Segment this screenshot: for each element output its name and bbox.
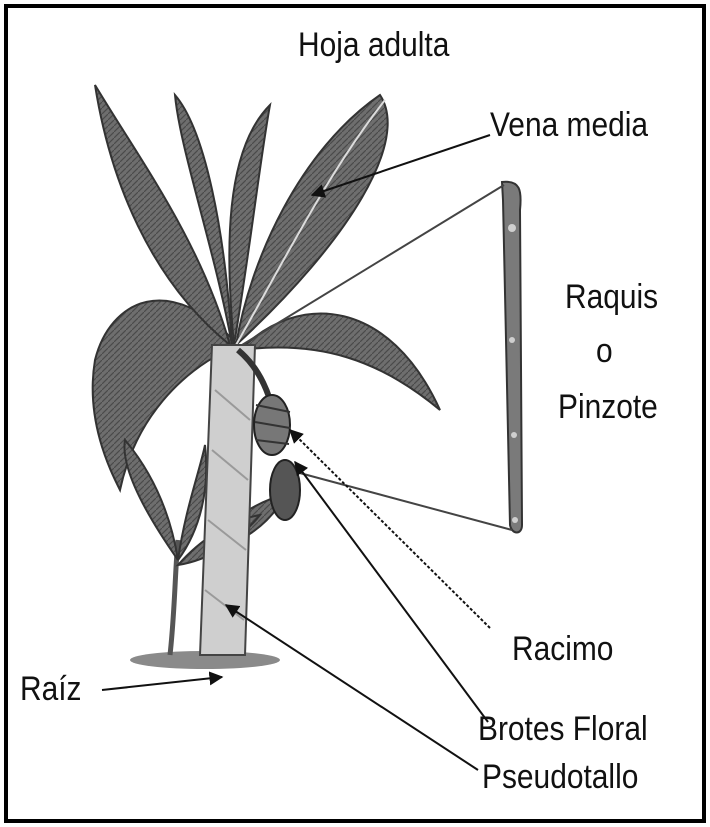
arrow-brotes-floral <box>295 462 488 722</box>
raquis-node <box>508 224 516 232</box>
arrow-pseudotallo <box>226 605 478 770</box>
raquis-inset <box>502 182 522 533</box>
label-racimo: Racimo <box>512 632 613 666</box>
label-raiz: Raíz <box>20 672 82 706</box>
label-hoja-adulta: Hoja adulta <box>298 28 449 62</box>
label-pseudotallo: Pseudotallo <box>482 760 638 794</box>
label-pinzote: Pinzote <box>558 390 658 424</box>
raquis-node <box>509 337 515 343</box>
arrow-raiz <box>102 677 222 690</box>
label-raquis: Raquis <box>565 280 658 314</box>
floral-bud <box>270 460 300 520</box>
sucker-leaf-1 <box>124 440 178 560</box>
label-vena-media: Vena media <box>490 108 648 142</box>
arrow-racimo <box>290 430 490 628</box>
label-brotes-floral: Brotes Floral <box>478 712 648 746</box>
raquis-node <box>511 432 517 438</box>
label-raquis-o: o <box>596 334 613 368</box>
raquis-node <box>512 517 518 523</box>
raquis-zoom-line-bottom <box>296 472 512 530</box>
